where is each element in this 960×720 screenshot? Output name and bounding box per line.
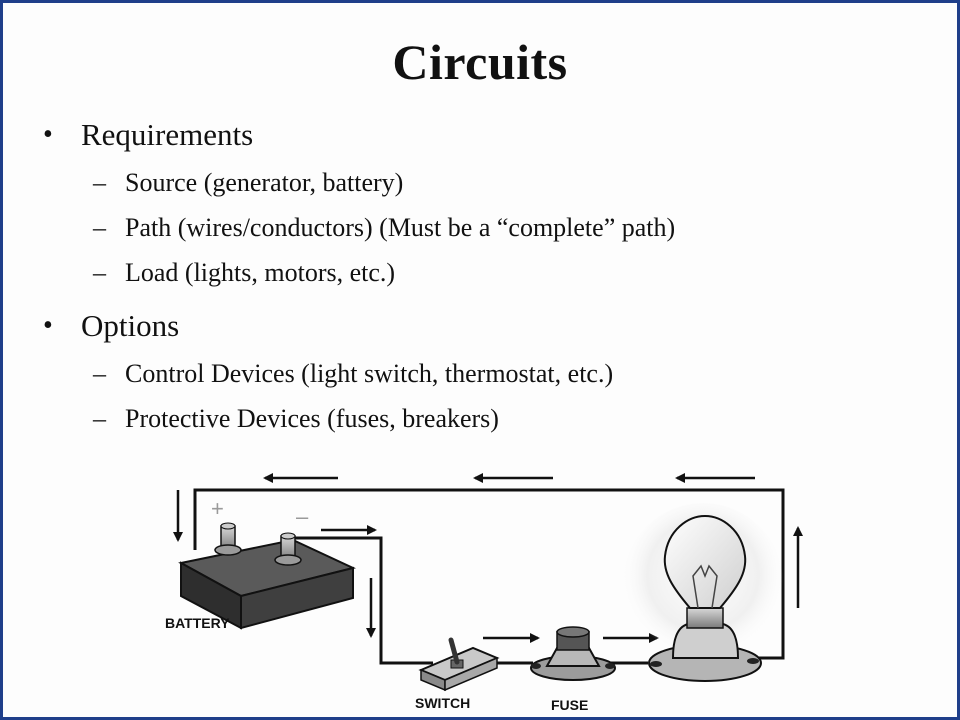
switch-icon <box>418 637 500 692</box>
slide-title: Circuits <box>392 34 568 90</box>
bullet-heading: Requirements <box>81 117 254 152</box>
bullet-list: • Requirements – Source (generator, batt… <box>43 115 923 444</box>
sub-bullet-text: Control Devices (light switch, thermosta… <box>125 359 614 388</box>
sub-bullet: – Load (lights, motors, etc.) <box>43 253 923 298</box>
sub-bullet-text: Protective Devices (fuses, breakers) <box>125 404 499 433</box>
sub-bullet: – Protective Devices (fuses, breakers) <box>43 399 923 444</box>
circuit-wires <box>193 488 785 665</box>
sub-bullet: – Path (wires/conductors) (Must be a “co… <box>43 208 923 253</box>
bullet-options: • Options <box>43 306 923 354</box>
circuit-diagram: + – BATTERY SWITCH FUSE <box>165 473 803 713</box>
switch-label: SWITCH <box>415 695 470 711</box>
dash: – <box>93 258 106 287</box>
sub-bullet-text: Source (generator, battery) <box>125 168 404 197</box>
bullet-dot: • <box>43 310 53 341</box>
sub-bullet: – Source (generator, battery) <box>43 163 923 208</box>
bullet-heading: Options <box>81 308 180 343</box>
sub-bullet-text: Load (lights, motors, etc.) <box>125 258 396 287</box>
light-bulb-icon <box>623 503 783 682</box>
sub-bullet: – Control Devices (light switch, thermos… <box>43 354 923 399</box>
dash: – <box>93 404 106 433</box>
fuse-icon <box>530 626 616 681</box>
bullet-requirements: • Requirements <box>43 115 923 163</box>
fuse-label: FUSE <box>551 697 588 713</box>
sub-bullet-text: Path (wires/conductors) (Must be a “comp… <box>125 213 676 242</box>
dash: – <box>93 359 106 388</box>
battery-icon <box>178 522 356 630</box>
bullet-dot: • <box>43 119 53 150</box>
battery-plus-sign: + <box>211 496 224 521</box>
dash: – <box>93 213 106 242</box>
battery-label: BATTERY <box>165 615 230 631</box>
dash: – <box>93 168 106 197</box>
battery-minus-sign: – <box>296 504 309 529</box>
